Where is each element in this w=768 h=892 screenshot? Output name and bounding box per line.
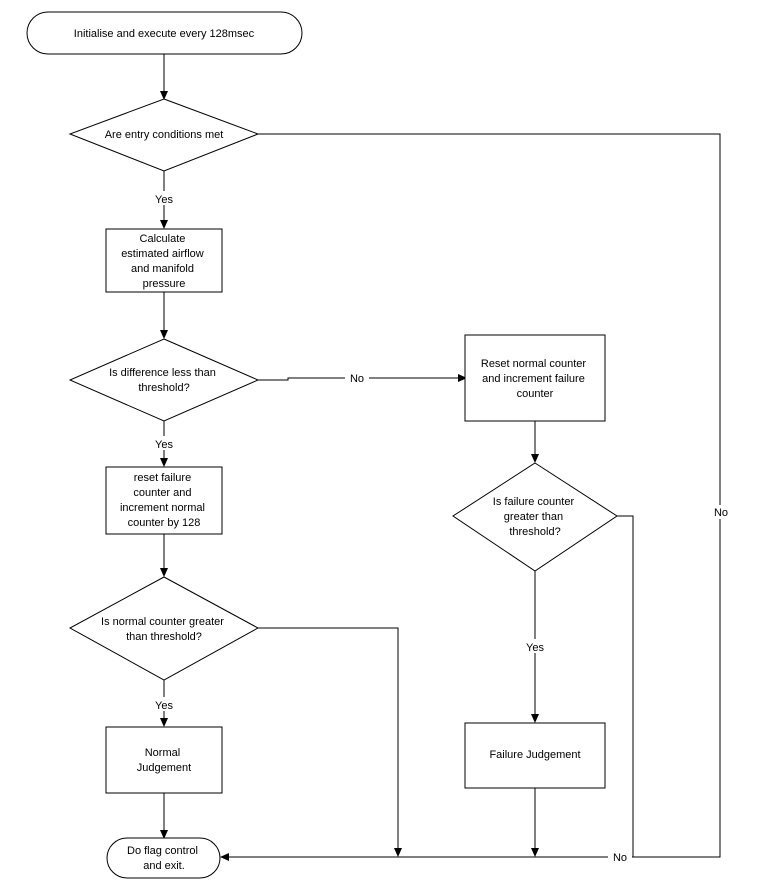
failure-no-label: No xyxy=(613,852,627,864)
arrowhead xyxy=(531,848,539,857)
start-terminator xyxy=(26,11,303,55)
calculate-process xyxy=(105,228,223,293)
arrowhead xyxy=(160,568,168,577)
arrowhead xyxy=(160,330,168,339)
edge-normal-no xyxy=(258,627,399,849)
arrowhead xyxy=(160,220,168,229)
reset-normal-label: Reset normal counter and increment failu… xyxy=(481,358,589,400)
arrowhead xyxy=(160,830,168,839)
failure-judgement-label: Failure Judgement xyxy=(489,749,580,761)
difference-threshold-label: Is difference less than threshold? xyxy=(109,367,219,394)
difference-threshold-decision xyxy=(68,338,260,422)
arrowhead xyxy=(531,714,539,723)
arrowhead xyxy=(531,454,539,463)
edge-labels: Yes No No Yes Yes Yes No xyxy=(151,191,732,864)
failure-counter-label: Is failure counter greater than threshol… xyxy=(493,496,577,538)
entry-yes-label: Yes xyxy=(155,194,173,206)
arrowhead xyxy=(160,91,168,100)
edges xyxy=(160,54,721,861)
end-terminator xyxy=(106,837,221,879)
end-label: Do flag control and exit. xyxy=(127,845,201,872)
reset-normal-process xyxy=(464,334,606,422)
normal-counter-decision xyxy=(68,576,260,681)
arrowhead xyxy=(160,458,168,467)
normal-judgement-label: Normal Judgement xyxy=(137,747,191,774)
arrowhead xyxy=(458,374,467,382)
normal-yes-label: Yes xyxy=(155,700,173,712)
reset-failure-process xyxy=(105,466,223,535)
diff-yes-label: Yes xyxy=(155,439,173,451)
arrowhead xyxy=(394,848,402,857)
edge-diff-no xyxy=(258,377,458,381)
calculate-label: Calculate estimated airflow and manifold… xyxy=(121,233,207,290)
edge-entry-no xyxy=(229,133,721,858)
normal-counter-label: Is normal counter greater than threshold… xyxy=(101,616,227,643)
reset-failure-label: reset failure counter and increment norm… xyxy=(120,472,208,529)
normal-judgement-process xyxy=(105,726,223,794)
arrowhead xyxy=(220,853,229,861)
nodes: Initialise and execute every 128msec Are… xyxy=(26,11,618,879)
failure-judgement-process xyxy=(464,722,606,789)
arrowhead xyxy=(160,718,168,727)
entry-conditions-decision xyxy=(68,98,260,172)
start-label: Initialise and execute every 128msec xyxy=(74,28,255,40)
entry-no-label: No xyxy=(714,507,728,519)
failure-counter-decision xyxy=(452,462,618,572)
failure-yes-label: Yes xyxy=(526,642,544,654)
entry-conditions-label: Are entry conditions met xyxy=(105,129,224,141)
diff-no-label: No xyxy=(350,373,364,385)
edge-failure-no xyxy=(617,515,634,857)
